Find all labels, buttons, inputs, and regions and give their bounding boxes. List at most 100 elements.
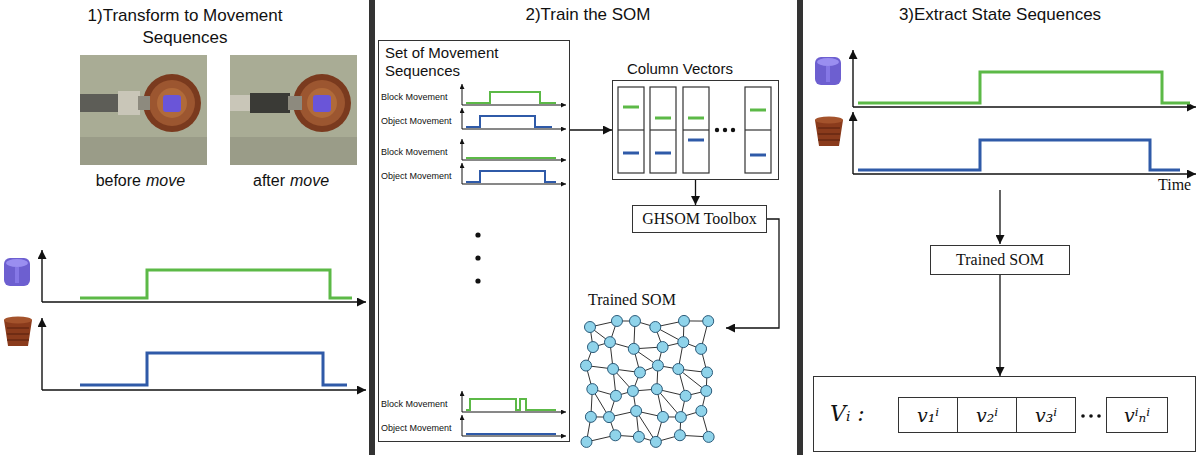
- robot-joint: [230, 95, 252, 111]
- panel-title: 1)Transform to Movement Sequences: [65, 5, 305, 49]
- vector-split: [650, 129, 676, 130]
- lattice-unit: [678, 315, 689, 326]
- lattice-unit: [585, 411, 596, 422]
- robot-joint: [118, 91, 140, 115]
- flow-arrow: [695, 180, 696, 205]
- basket-weave: [7, 327, 29, 328]
- column-vector: [618, 87, 644, 173]
- plot-axes: [42, 318, 366, 390]
- lattice-unit: [680, 390, 691, 401]
- y-axis: [41, 250, 42, 302]
- basket-photo: [143, 74, 201, 132]
- flow-arrow: [726, 219, 779, 328]
- robot-arm: [250, 93, 290, 113]
- som-lattice: [580, 314, 726, 450]
- x-axis: [462, 129, 566, 130]
- box-label: v₂ⁱ: [976, 404, 998, 427]
- panel-divider: [369, 0, 375, 455]
- column-vector: [683, 87, 709, 173]
- y-axis: [41, 318, 42, 390]
- robot-gripper: [138, 96, 150, 110]
- signal-name: Block Movement: [381, 399, 448, 409]
- ellipsis-dot: [1089, 414, 1093, 418]
- photo-caption: move: [146, 172, 185, 190]
- lattice-unit: [673, 364, 684, 375]
- basket-weave: [7, 339, 29, 340]
- photo-caption: move: [290, 172, 329, 190]
- photo-ground: [80, 55, 207, 165]
- x-axis: [42, 301, 366, 302]
- signal-name: Block Movement: [381, 147, 448, 157]
- x-axis: [853, 173, 1196, 174]
- plot-axes: [462, 108, 566, 129]
- panel-title: 3)Extract State Sequences: [899, 5, 1101, 25]
- vector-entry: [688, 139, 704, 142]
- ellipsis-dot: [475, 255, 480, 260]
- lattice-unit: [587, 342, 598, 353]
- column-vector: [745, 87, 771, 173]
- lattice-unit: [631, 406, 642, 417]
- flow-arrow: [999, 275, 1000, 376]
- y-axis: [852, 112, 853, 174]
- basket-rim: [4, 317, 32, 324]
- lattice-unit: [608, 363, 619, 374]
- x-axis: [853, 106, 1196, 107]
- y-axis: [852, 50, 853, 107]
- lattice-unit: [604, 337, 615, 348]
- basket-photo-floor: [157, 88, 187, 118]
- vector-split: [745, 129, 771, 130]
- movement-signal: [466, 116, 552, 127]
- vector-entry: [623, 152, 639, 155]
- vector-entry: [655, 117, 671, 120]
- vector-outline: [683, 87, 709, 173]
- photo-caption: before: [96, 172, 141, 190]
- state-cell: v₁ⁱ: [898, 397, 958, 433]
- basket-photo-inner: [299, 80, 345, 126]
- plot-axes: [462, 139, 566, 160]
- robot-arm: [80, 94, 120, 112]
- process-box: Trained SOM: [930, 245, 1070, 275]
- block-highlight: [15, 267, 19, 283]
- plot-axes: [462, 415, 566, 436]
- box-heading: Trained SOM: [580, 290, 676, 309]
- state-sequence-box: Vᵢ :v₁ⁱv₂ⁱv₃ⁱvⁱₙⁱ: [813, 376, 1196, 452]
- photo-table: [230, 137, 357, 165]
- flow-arrow: [570, 129, 612, 130]
- x-axis: [462, 160, 566, 161]
- box-label: v₃ⁱ: [1035, 404, 1057, 427]
- ellipsis-dot: [475, 278, 480, 283]
- lattice-unit: [610, 430, 621, 441]
- signal-name: Object Movement: [381, 423, 452, 433]
- box-heading: Column Vectors: [627, 60, 733, 78]
- lattice-unit: [696, 343, 707, 354]
- plot-axes: [42, 250, 366, 302]
- state-cell: vⁱₙⁱ: [1106, 397, 1168, 433]
- movement-signal: [858, 140, 1180, 170]
- lattice-unit: [650, 436, 661, 447]
- movement-signal: [80, 353, 347, 385]
- box-label: GHSOM Toolbox: [642, 209, 757, 228]
- robot-photo: [80, 55, 207, 165]
- lattice-unit: [585, 322, 596, 333]
- movement-signal: [466, 92, 556, 103]
- photo-ground: [230, 55, 357, 165]
- lattice-unit: [587, 384, 598, 395]
- movement-signal: [466, 433, 556, 435]
- ellipsis-dot: [475, 232, 480, 237]
- basket-weave: [818, 139, 840, 140]
- lattice-unit: [604, 412, 615, 423]
- basket-photo-inner: [149, 80, 195, 126]
- lattice-unit: [628, 343, 639, 354]
- basket-body: [815, 120, 843, 146]
- robot-photo: [230, 55, 357, 165]
- x-axis: [42, 389, 366, 390]
- box-heading: Set of Movement Sequences: [379, 41, 569, 83]
- movement-signal: [466, 171, 556, 182]
- lattice-unit: [629, 316, 640, 327]
- lattice-unit: [650, 321, 661, 332]
- y-axis: [462, 391, 463, 412]
- block-icon: [4, 258, 30, 286]
